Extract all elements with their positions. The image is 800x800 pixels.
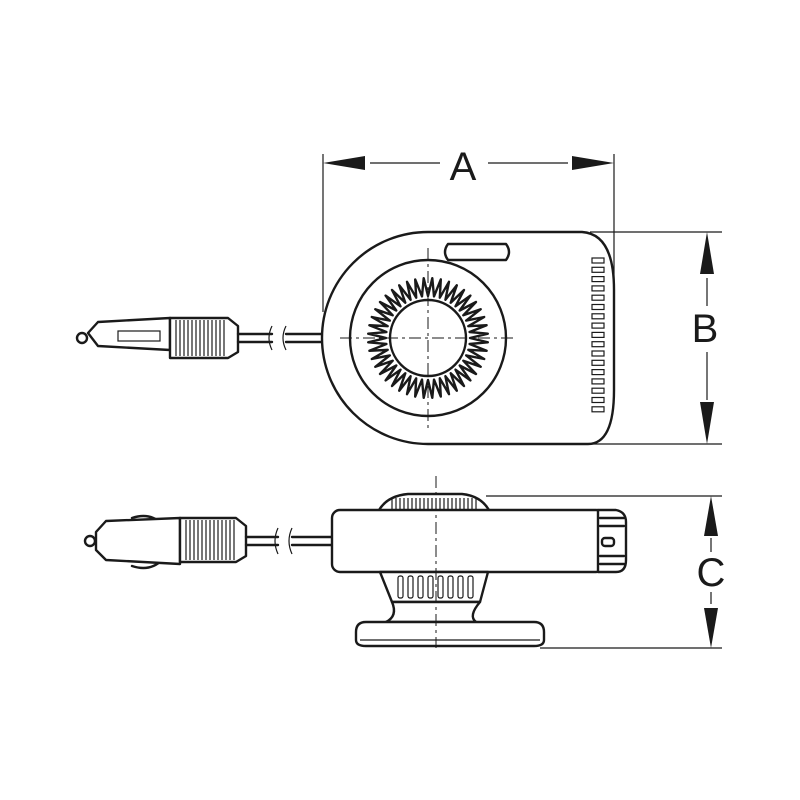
dimension-c-label: C (697, 551, 726, 595)
lighter-plug-side (83, 514, 334, 570)
swivel-neck (384, 600, 482, 624)
heater-body-side (330, 508, 606, 574)
dimension-a: A (322, 145, 615, 312)
top-view (75, 230, 616, 446)
dimension-b-label: B (692, 307, 719, 351)
top-knob (376, 492, 492, 514)
display-window (443, 242, 511, 262)
dimension-a-label: A (450, 145, 477, 189)
knob-ribs (391, 498, 477, 510)
side-vent-slots (591, 257, 605, 413)
plug-grip-ribs (175, 320, 225, 356)
plug-grip-ribs (185, 520, 235, 560)
lighter-plug-top (75, 316, 327, 360)
dimension-b: B (590, 231, 722, 445)
lower-fan-slots (397, 575, 474, 599)
side-view (83, 476, 628, 648)
dimension-c: C (486, 495, 726, 649)
mounting-base (354, 620, 546, 648)
